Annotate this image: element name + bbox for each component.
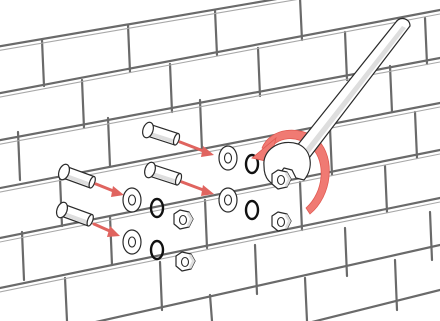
insertion-arrow-icon — [96, 184, 124, 197]
hex-nut-icon — [176, 252, 195, 271]
insertion-arrow-icon — [182, 182, 214, 196]
bolt-icon — [143, 161, 184, 188]
bolt-icon — [141, 121, 182, 148]
bolt-icon — [57, 163, 98, 191]
hex-nut-icon — [272, 170, 291, 189]
flat-washer-icon — [123, 230, 141, 254]
flat-washer-icon — [219, 188, 237, 212]
lock-ring-icon — [246, 201, 258, 219]
flat-washer-icon — [219, 146, 237, 170]
flat-washer-icon — [123, 188, 141, 212]
hex-nut-icon — [174, 210, 193, 229]
bolt-icon — [55, 201, 96, 229]
insertion-arrow-icon — [180, 142, 214, 157]
insertion-arrow-icon — [94, 224, 120, 237]
